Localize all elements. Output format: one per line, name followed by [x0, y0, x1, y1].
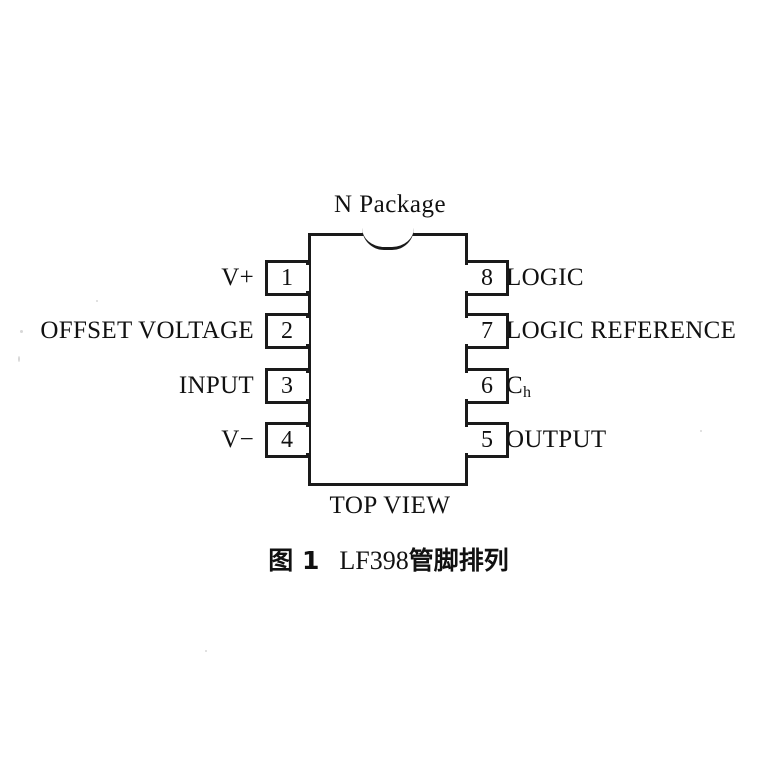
pin-3-label: INPUT — [178, 372, 254, 399]
pin-4-number: 4 — [281, 427, 293, 453]
pin-8-number: 8 — [481, 265, 493, 291]
scan-speck — [20, 330, 23, 333]
chip-notch-cover — [364, 226, 412, 234]
chip-body — [308, 233, 468, 486]
pin-1-label: V+ — [221, 264, 254, 291]
pin-5[interactable]: 5 — [465, 422, 509, 458]
pin-1-number: 1 — [281, 265, 293, 291]
pin-8[interactable]: 8 — [465, 260, 509, 296]
figure-caption-text-cn: 管脚排列 — [408, 546, 509, 575]
figure-caption: 图 1 LF398管脚排列 — [0, 541, 777, 577]
pin-2-label-wrap: OFFSET VOLTAGE — [40, 313, 254, 349]
pin-7-label-wrap: LOGIC REFERENCE — [506, 313, 736, 349]
pin-2-label: OFFSET VOLTAGE — [40, 317, 254, 344]
scan-speck — [205, 650, 207, 652]
pin-2-number: 2 — [281, 318, 293, 344]
pin-3-number: 3 — [281, 373, 293, 399]
scan-speck — [96, 300, 98, 302]
pin-6-number: 6 — [481, 373, 493, 399]
pin-7-number: 7 — [481, 318, 493, 344]
pin-2[interactable]: 2 — [265, 313, 309, 349]
pin-1-label-wrap: V+ — [221, 260, 254, 296]
pin-8-label-wrap: LOGIC — [506, 260, 584, 296]
pin-8-label: LOGIC — [506, 264, 584, 291]
package-title: N Package — [333, 191, 447, 218]
pin-5-number: 5 — [481, 427, 493, 453]
scan-speck — [18, 356, 20, 362]
pin-4[interactable]: 4 — [265, 422, 309, 458]
pin-3-label-wrap: INPUT — [179, 368, 254, 404]
pin-1[interactable]: 1 — [265, 260, 309, 296]
pin-5-label-wrap: OUTPUT — [506, 422, 606, 458]
figure-caption-number-cn: 图 1 — [268, 546, 320, 575]
pin-4-label: V− — [221, 426, 254, 453]
top-view-label: TOP VIEW — [329, 492, 451, 519]
pin-6[interactable]: 6 — [465, 368, 509, 404]
pin-5-label: OUTPUT — [506, 426, 607, 453]
pin-4-label-wrap: V− — [221, 422, 254, 458]
pin-6-label-wrap: Ch — [506, 368, 531, 407]
pin-7-label: LOGIC REFERENCE — [506, 317, 737, 344]
scan-speck — [700, 430, 702, 432]
pin-6-label: C — [506, 372, 523, 399]
pin-3[interactable]: 3 — [265, 368, 309, 404]
figure-caption-part: LF398 — [339, 546, 409, 575]
pin-6-label-subscript: h — [522, 384, 532, 401]
pin-7[interactable]: 7 — [465, 313, 509, 349]
